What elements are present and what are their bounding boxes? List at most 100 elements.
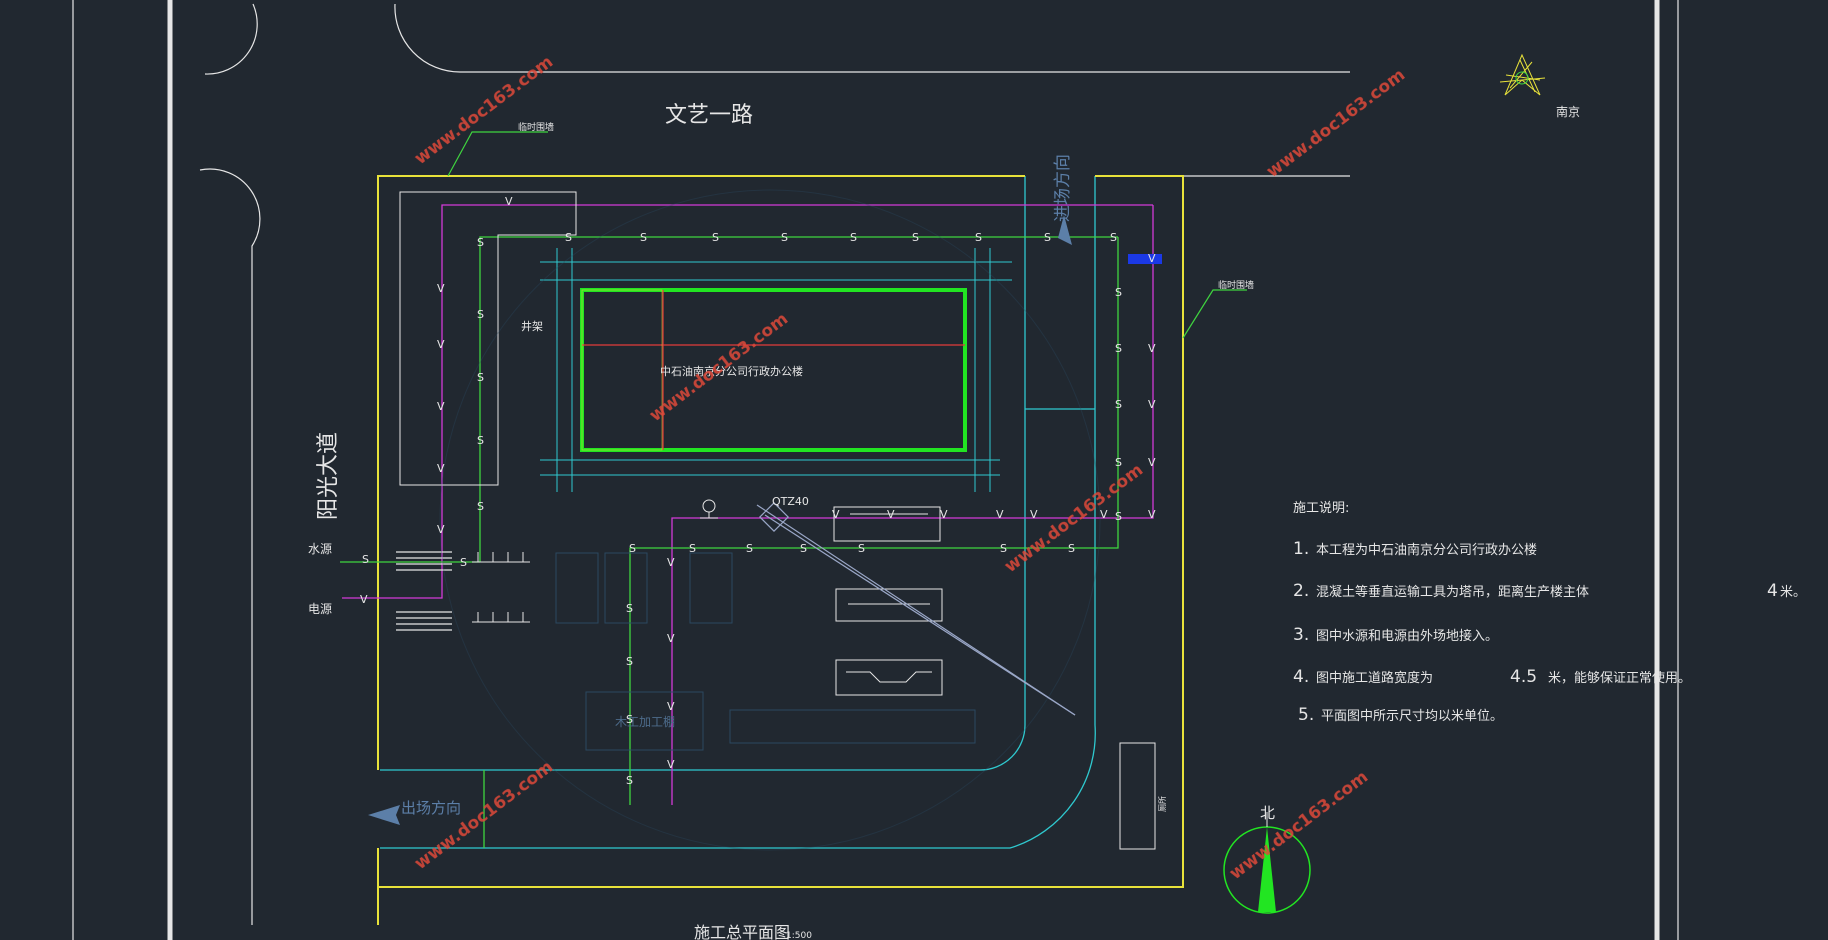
hydrant-icon	[700, 499, 718, 519]
site-road	[380, 176, 1096, 849]
watermark-text: www.doc163.com	[1263, 65, 1409, 182]
compass-rose-icon	[1499, 53, 1546, 96]
note-1-text: 本工程为中石油南京分公司行政办公楼	[1316, 542, 1537, 558]
line-v-mark: V	[505, 195, 513, 208]
line-v-mark: V	[667, 700, 675, 713]
street-curbs	[199, 3, 1350, 925]
pipe-markers: S S S S S S S S S S S S S S S S S S S S …	[360, 195, 1156, 787]
pipe-s-mark: S	[362, 553, 369, 566]
line-v-mark: V	[1100, 508, 1108, 521]
pipe-s-mark: S	[626, 774, 633, 787]
note-5-num: 5.	[1298, 705, 1314, 725]
line-v-mark: V	[437, 282, 445, 295]
building-outline	[540, 248, 1012, 492]
pipe-s-mark: S	[1115, 510, 1122, 523]
line-v-mark: V	[1148, 342, 1156, 355]
line-v-mark: V	[437, 400, 445, 413]
line-v-mark: V	[1148, 252, 1156, 265]
pipe-s-mark: S	[781, 231, 788, 244]
exit-direction-label: 出场方向	[401, 799, 461, 817]
power-line-markers: V V V V V V V V V V V V V V V V V V V V …	[360, 195, 1156, 771]
line-v-mark: V	[887, 508, 895, 521]
north-arrow-icon	[1223, 812, 1311, 914]
pipe-s-mark: S	[1000, 542, 1007, 555]
pipe-s-mark: S	[1044, 231, 1051, 244]
line-v-mark: V	[940, 508, 948, 521]
line-v-mark: V	[1030, 508, 1038, 521]
note-4-unit: 米，能够保证正常使用。	[1548, 670, 1691, 686]
pipe-s-mark: S	[912, 231, 919, 244]
line-v-mark: V	[1148, 456, 1156, 469]
pipe-s-mark: S	[477, 236, 484, 249]
line-v-mark: V	[437, 462, 445, 475]
note-2-unit: 米。	[1780, 585, 1806, 600]
note-2-num: 2.	[1293, 581, 1309, 601]
pipe-s-mark: S	[460, 556, 467, 569]
road-top-label: 文艺一路	[665, 103, 753, 128]
building-name-label: 中石油南京分公司行政办公楼	[660, 364, 803, 378]
blue-tag	[1128, 254, 1162, 264]
pipe-s-mark: S	[626, 602, 633, 615]
note-2-value: 4	[1767, 581, 1778, 601]
construction-notes: 施工说明: 1. 本工程为中石油南京分公司行政办公楼 2. 混凝土等垂直运输工具…	[1293, 501, 1806, 725]
pipe-s-mark: S	[1115, 398, 1122, 411]
fence-left-label: 临时围墙	[518, 121, 554, 133]
drawing-title: 施工总平面图	[694, 923, 790, 940]
note-3-num: 3.	[1293, 625, 1309, 645]
line-v-mark: V	[360, 593, 368, 606]
compass-city-label: 南京	[1556, 104, 1580, 119]
temp-structures	[399, 191, 1156, 850]
crane-label: QTZ40	[772, 495, 809, 508]
water-source-label: 水源	[308, 542, 332, 556]
woodshop-label: 木工加工棚	[615, 714, 675, 729]
pipe-s-mark: S	[640, 231, 647, 244]
pipe-s-mark: S	[477, 434, 484, 447]
pipe-s-mark: S	[629, 542, 636, 555]
note-3-text: 图中水源和电源由外场地接入。	[1316, 628, 1498, 644]
note-1-num: 1.	[1293, 539, 1309, 559]
drawing-scale: 1:500	[786, 931, 812, 940]
road-left-label: 阳光大道	[316, 432, 341, 520]
pipe-s-mark: S	[712, 231, 719, 244]
power-line	[342, 204, 1154, 805]
north-label: 北	[1260, 804, 1275, 822]
pipe-s-mark: S	[746, 542, 753, 555]
pipe-s-mark: S	[477, 500, 484, 513]
pipe-s-mark: S	[477, 308, 484, 321]
pipe-s-mark: S	[626, 655, 633, 668]
notes-heading: 施工说明:	[1293, 501, 1349, 516]
line-v-mark: V	[832, 508, 840, 521]
line-v-mark: V	[667, 758, 675, 771]
note-4-text: 图中施工道路宽度为	[1316, 670, 1433, 686]
water-pipe-markers: S S S S S S S S S S S S S S S S S S S S …	[362, 231, 1122, 787]
toilet-label: 厕所	[1157, 796, 1167, 812]
entry-direction-label: 进场方向	[1053, 154, 1073, 222]
drawing-frame	[72, 0, 1679, 940]
tower-crane	[756, 502, 1076, 716]
line-v-mark: V	[1148, 508, 1156, 521]
pipe-s-mark: S	[565, 231, 572, 244]
line-v-mark: V	[667, 632, 675, 645]
line-v-mark: V	[667, 556, 675, 569]
entry-arrow-icon	[1058, 215, 1072, 245]
drawing-labels: 文艺一路 阳光大道 进场方向 出场方向 临时围墙 临时围墙 井架 中石油南京分公…	[308, 103, 1580, 940]
line-v-mark: V	[437, 338, 445, 351]
line-v-mark: V	[1148, 398, 1156, 411]
pipe-s-mark: S	[800, 542, 807, 555]
material-stacks	[396, 551, 452, 631]
hoist-label: 井架	[521, 319, 543, 333]
note-4-num: 4.	[1293, 667, 1309, 687]
exit-arrow-icon	[368, 805, 400, 825]
pipe-s-mark: S	[1068, 542, 1075, 555]
pipe-s-mark: S	[1115, 456, 1122, 469]
pipe-s-mark: S	[626, 713, 633, 726]
pipe-s-mark: S	[850, 231, 857, 244]
pipe-s-mark: S	[1115, 342, 1122, 355]
fence-right-label: 临时围墙	[1218, 279, 1254, 291]
pipe-s-mark: S	[1110, 231, 1117, 244]
note-2-text: 混凝土等垂直运输工具为塔吊，距离生产楼主体	[1316, 584, 1589, 600]
note-5-text: 平面图中所示尺寸均以米单位。	[1321, 709, 1503, 724]
pipe-s-mark: S	[477, 371, 484, 384]
site-boundary	[377, 175, 1184, 925]
